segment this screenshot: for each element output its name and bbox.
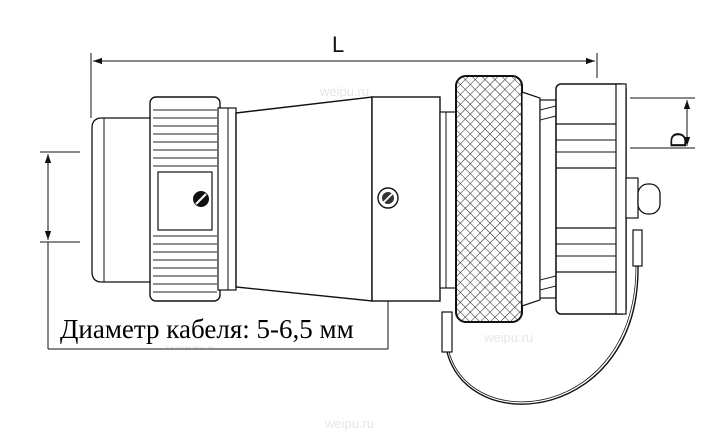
dust-cap-lanyard (441, 177, 661, 405)
diameter-label: D (666, 132, 691, 148)
knurled-coupling-nut (455, 75, 541, 323)
threaded-receptacle (539, 83, 627, 315)
length-label: L (332, 32, 344, 57)
cable-sleeve (91, 117, 157, 283)
diameter-dimension: D (630, 97, 695, 149)
watermark-text: weipu.ru (319, 84, 369, 99)
watermark-text: weipu.ru (483, 330, 533, 345)
cable-diameter-caption: Диаметр кабеля: 5-6,5 мм (60, 314, 354, 344)
rear-nut (149, 96, 237, 302)
length-dimension: L (90, 32, 598, 118)
watermark-text: weipu.ru (324, 416, 374, 431)
tapered-body (235, 96, 459, 302)
